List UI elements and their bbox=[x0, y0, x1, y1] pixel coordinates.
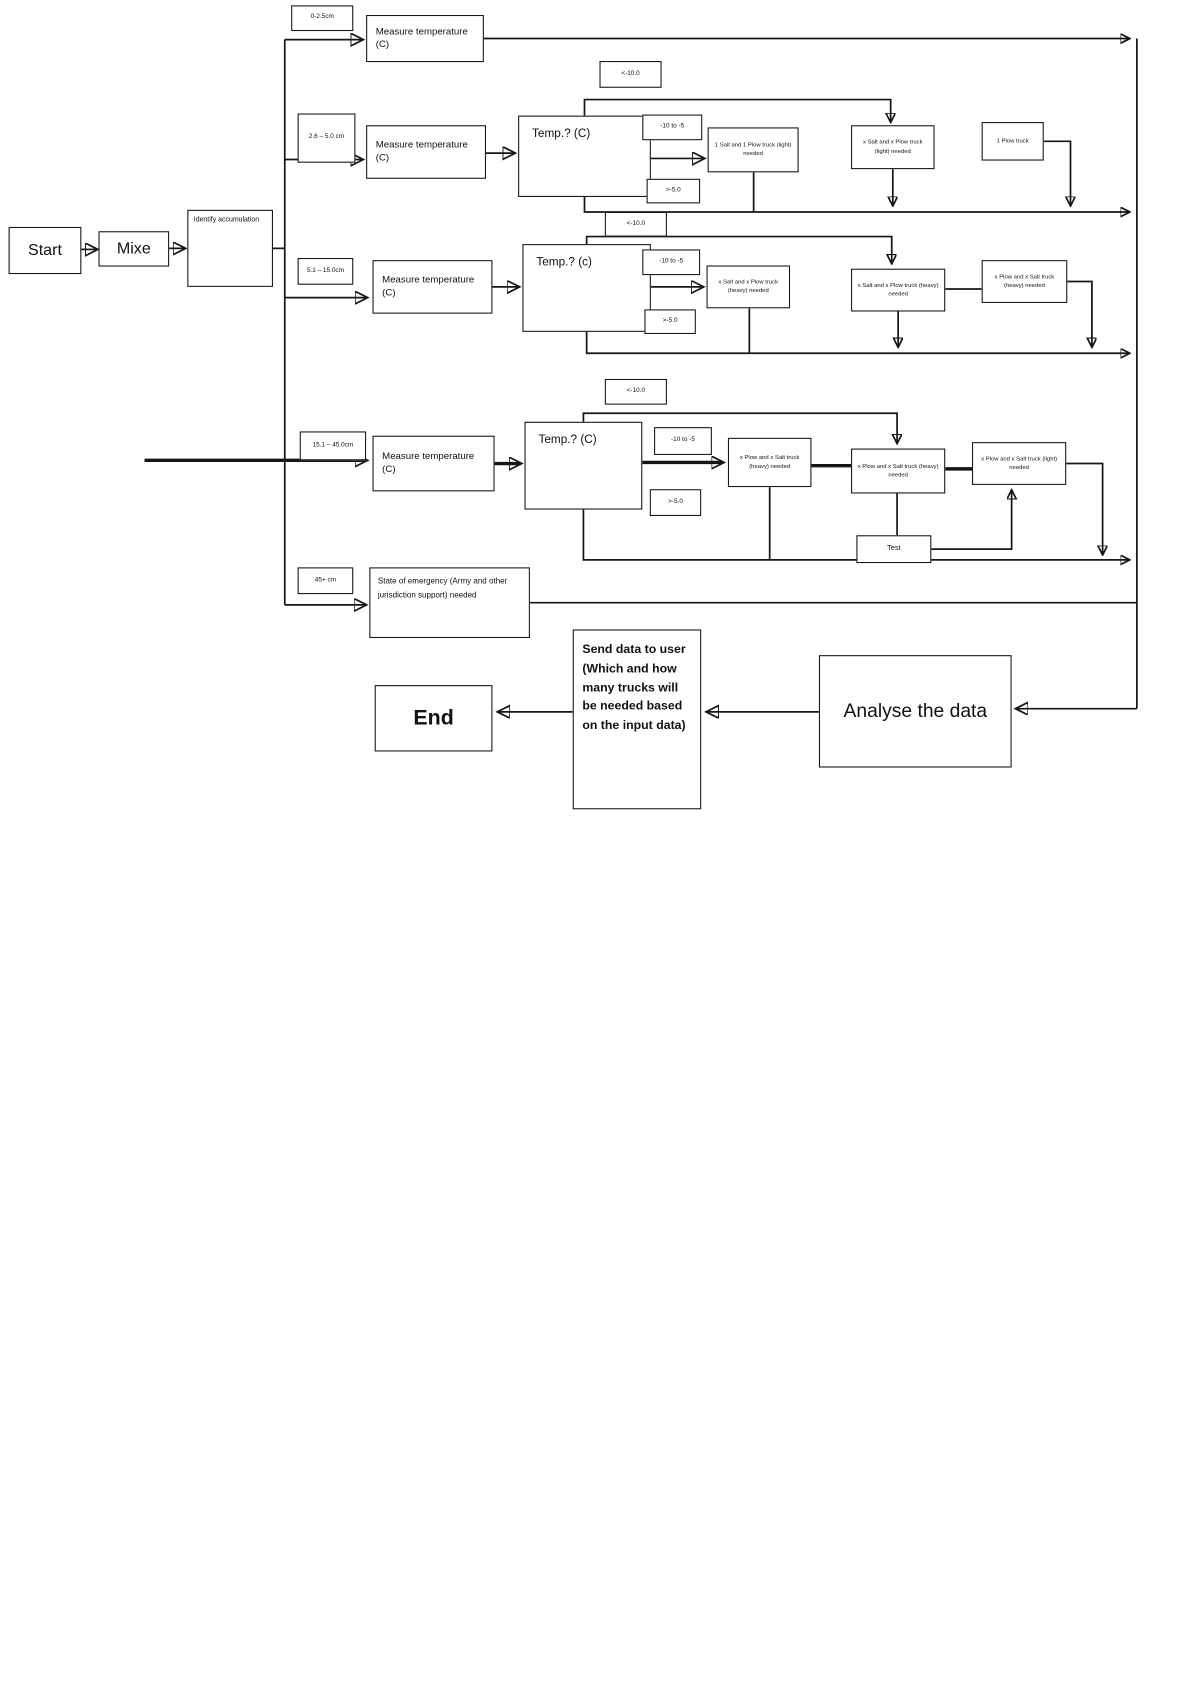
condition-5-1-15cm: 5.1 – 15.0cm bbox=[297, 257, 354, 285]
start-node: Start bbox=[8, 226, 82, 275]
condition-45plus-cm: 45+ cm bbox=[297, 567, 354, 595]
truck-box-row2-c: 1 Plow truck bbox=[981, 122, 1044, 161]
analyse-data-node: Analyse the data bbox=[818, 655, 1012, 768]
measure-temperature-row3: Measure temperature (C) bbox=[372, 260, 493, 314]
connector-row2-collect bbox=[583, 196, 1129, 212]
truck-box-row3-a: x Salt and x Plow truck (heavy) needed bbox=[706, 265, 791, 309]
identify-accumulation-node: Identify accumulation bbox=[187, 209, 273, 287]
connector-box4c-out bbox=[1066, 462, 1102, 555]
mixe-node: Mixe bbox=[98, 231, 170, 267]
label-minus10-to-minus5-row3: -10 to -5 bbox=[642, 249, 701, 276]
label-minus10-to-minus5-row2: -10 to -5 bbox=[642, 114, 703, 141]
temp-decision-row2: Temp.? (C) bbox=[518, 115, 651, 197]
connector-test-box4c bbox=[931, 490, 1011, 551]
truck-box-row3-c: x Plow and x Salt truck (heavy) needed bbox=[981, 260, 1068, 303]
truck-box-row4-c: x Plow and x Salt truck (light) needed bbox=[972, 442, 1067, 485]
temp-decision-row3: Temp.? (c) bbox=[522, 244, 651, 332]
label-minus10-to-minus5-row4: -10 to -5 bbox=[654, 427, 712, 455]
temp-decision-row4: Temp.? (C) bbox=[524, 421, 643, 510]
condition-0-2-5cm: 0-2.5cm bbox=[291, 5, 354, 32]
state-of-emergency-node: State of emergency (Army and other juris… bbox=[369, 567, 530, 639]
label-above-minus5-row3: >-5.0 bbox=[644, 309, 696, 334]
connector-row4-collect bbox=[582, 509, 1129, 560]
connector-box2c-out bbox=[1043, 140, 1071, 205]
truck-box-row4-a: x Plow and x Salt truck (heavy) needed bbox=[727, 437, 812, 488]
test-node: Test bbox=[856, 535, 932, 564]
condition-2-6-5-0cm: 2.6 – 5.0 cm bbox=[297, 113, 356, 163]
connector-row4-lt10 bbox=[582, 412, 897, 443]
label-below-minus10-row2: <-10.0 bbox=[599, 61, 662, 88]
label-below-minus10-row4: <-10.0 bbox=[604, 378, 667, 405]
measure-temperature-row2: Measure temperature (C) bbox=[366, 125, 487, 179]
connector-row3-lt10 bbox=[585, 235, 892, 264]
label-above-minus5-row2: >-5.0 bbox=[646, 178, 701, 204]
truck-box-row3-b: x Salt and x Plow truck (heavy) needed bbox=[851, 268, 946, 312]
measure-temperature-row1: Measure temperature (C) bbox=[366, 14, 484, 63]
truck-box-row4-b: x Plow and x Salt truck (heavy) needed bbox=[851, 448, 946, 494]
truck-box-row2-a: 1 Salt and 1 Plow truck (light) needed bbox=[707, 127, 799, 173]
send-data-node: Send data to user (Which and how many tr… bbox=[572, 629, 702, 810]
label-above-minus5-row4: >-5.0 bbox=[649, 489, 702, 516]
label-below-minus10-row3: <-10.0 bbox=[604, 211, 667, 237]
condition-15-1-45cm: 15.1 – 45.0cm bbox=[299, 431, 367, 461]
end-node: End bbox=[374, 685, 493, 752]
measure-temperature-row4: Measure temperature (C) bbox=[372, 435, 495, 492]
truck-box-row2-b: x Salt and x Plow truck (light) needed bbox=[851, 125, 935, 170]
connector-row3-collect bbox=[585, 331, 1130, 353]
connector-box3c-out bbox=[1067, 280, 1092, 347]
connector-row2-lt10 bbox=[583, 98, 890, 122]
